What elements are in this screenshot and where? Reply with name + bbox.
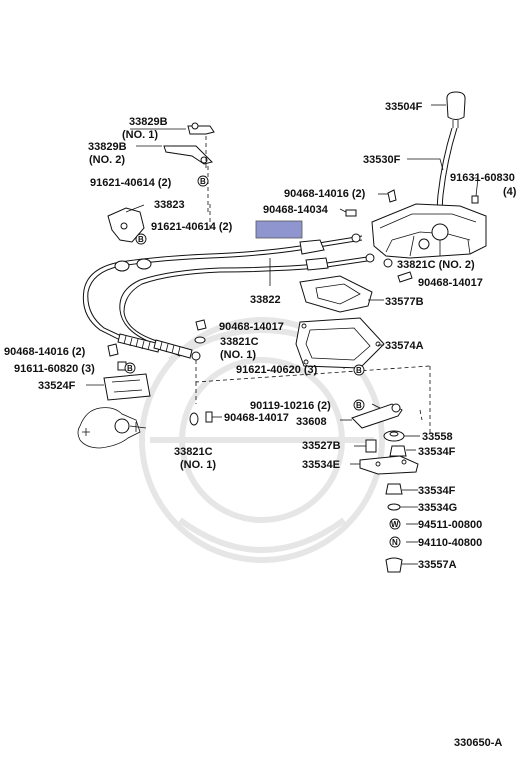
label-90119-10216[interactable]: 90119-10216 (2) (250, 400, 331, 412)
label-90468-14016-a[interactable]: 90468-14016 (2) (284, 188, 366, 200)
label-91631-qty: (4) (503, 186, 517, 198)
svg-text:B: B (127, 364, 133, 373)
label-91631-60830[interactable]: 91631-60830 (450, 172, 515, 184)
washer-33821c-lower[interactable] (189, 412, 199, 426)
label-91621-40620[interactable]: 91621-40620 (3) (236, 364, 318, 376)
label-33821c-no1-a-note: (NO. 1) (220, 349, 256, 361)
svg-text:B: B (138, 235, 144, 244)
label-33829b-no2-note: (NO. 2) (89, 154, 125, 166)
label-33504f[interactable]: 33504F (385, 101, 423, 113)
label-90468-14017-c[interactable]: 90468-14017 (224, 412, 289, 424)
clip-90468-14016-left[interactable] (107, 343, 119, 357)
watermark-emblem (139, 317, 385, 563)
label-91611-60820[interactable]: 91611-60820 (3) (14, 363, 95, 375)
washer-33821c-no2[interactable] (383, 258, 393, 268)
label-90468-14017-b[interactable]: 90468-14017 (219, 321, 284, 333)
bolt-marker-b-4: B (353, 364, 365, 376)
lever-33608[interactable] (351, 403, 403, 429)
nut-marker-n: N (389, 536, 401, 548)
nut-marker-w: W (389, 518, 401, 530)
bolt-91631[interactable] (471, 195, 479, 204)
label-94110-40800[interactable]: 94110-40800 (418, 537, 482, 549)
svg-text:B: B (200, 177, 206, 186)
label-33577b[interactable]: 33577B (385, 296, 424, 308)
bracket-33534e[interactable] (359, 455, 419, 475)
label-33558[interactable]: 33558 (422, 431, 453, 443)
shift-cable-33822[interactable] (82, 233, 375, 361)
shift-lever-housing[interactable] (371, 203, 487, 259)
label-33822[interactable]: 33822 (250, 294, 281, 306)
label-33527b[interactable]: 33527B (302, 440, 341, 452)
label-33534g[interactable]: 33534G (418, 502, 457, 514)
svg-text:W: W (391, 520, 399, 529)
label-33534f-a[interactable]: 33534F (418, 446, 456, 458)
stopper-33557a[interactable] (385, 557, 403, 573)
label-33821c-no1-b-note: (NO. 1) (180, 459, 216, 471)
label-33557a[interactable]: 33557A (418, 559, 457, 571)
svg-text:N: N (392, 538, 398, 547)
label-90468-14034[interactable]: 90468-14034 (263, 204, 329, 216)
label-33821c-no1-b[interactable]: 33821C (174, 446, 213, 458)
label-33821c-no2[interactable]: 33821C (NO. 2) (397, 259, 475, 271)
washer-33534g[interactable] (387, 503, 401, 511)
label-33534f-b[interactable]: 33534F (418, 485, 456, 497)
bolt-marker-b-1: B (197, 175, 209, 187)
clip-90468-14017-center[interactable] (195, 319, 207, 331)
cushion-33527b[interactable] (365, 439, 377, 453)
label-33829b-no1-note: (NO. 1) (122, 129, 158, 141)
bushing-33534f-lower[interactable] (385, 483, 403, 495)
label-33574a[interactable]: 33574A (385, 340, 424, 352)
transmission-side (77, 407, 147, 449)
label-33823[interactable]: 33823 (154, 199, 185, 211)
label-91621-40614-a[interactable]: 91621-40614 (2) (90, 177, 172, 189)
label-33524f[interactable]: 33524F (38, 380, 76, 392)
bolt-marker-b-3: B (124, 362, 136, 374)
bracket-33829b-no2[interactable] (163, 145, 213, 165)
figure-code: 330650-A (454, 737, 502, 749)
clip-90468-14016-top[interactable] (387, 189, 397, 203)
pin-90468-14034[interactable] (345, 209, 357, 217)
label-33608[interactable]: 33608 (296, 416, 327, 428)
label-91621-40614-b[interactable]: 91621-40614 (2) (151, 221, 233, 233)
label-33829b-no2[interactable]: 33829B (88, 141, 127, 153)
clip-90468-14017-right[interactable] (397, 271, 413, 283)
label-33829b-no1[interactable]: 33829B (129, 116, 168, 128)
svg-text:B: B (356, 401, 362, 410)
retainer-plate-33577b[interactable] (299, 275, 373, 313)
label-33530f[interactable]: 33530F (363, 154, 401, 166)
bushing-33534f-upper[interactable] (389, 445, 407, 457)
bushing-33558[interactable] (383, 430, 405, 442)
bracket-33829b-no1[interactable] (187, 122, 215, 135)
shift-knob[interactable] (446, 91, 466, 120)
bolt-marker-b-2: B (135, 233, 147, 245)
label-33821c-no1-a[interactable]: 33821C (220, 336, 259, 348)
seal-plate-33574a[interactable] (295, 317, 385, 369)
washer-33821c-center[interactable] (194, 336, 206, 344)
svg-text:B: B (356, 366, 362, 375)
label-90468-14016-b[interactable]: 90468-14016 (2) (4, 346, 86, 358)
bracket-33524f[interactable] (103, 373, 151, 401)
label-94511-00800[interactable]: 94511-00800 (418, 519, 482, 531)
label-33534e[interactable]: 33534E (302, 459, 340, 471)
label-90468-14017-a[interactable]: 90468-14017 (418, 277, 483, 289)
bolt-marker-b-5: B (353, 399, 365, 411)
highlight-marker[interactable] (255, 220, 303, 239)
